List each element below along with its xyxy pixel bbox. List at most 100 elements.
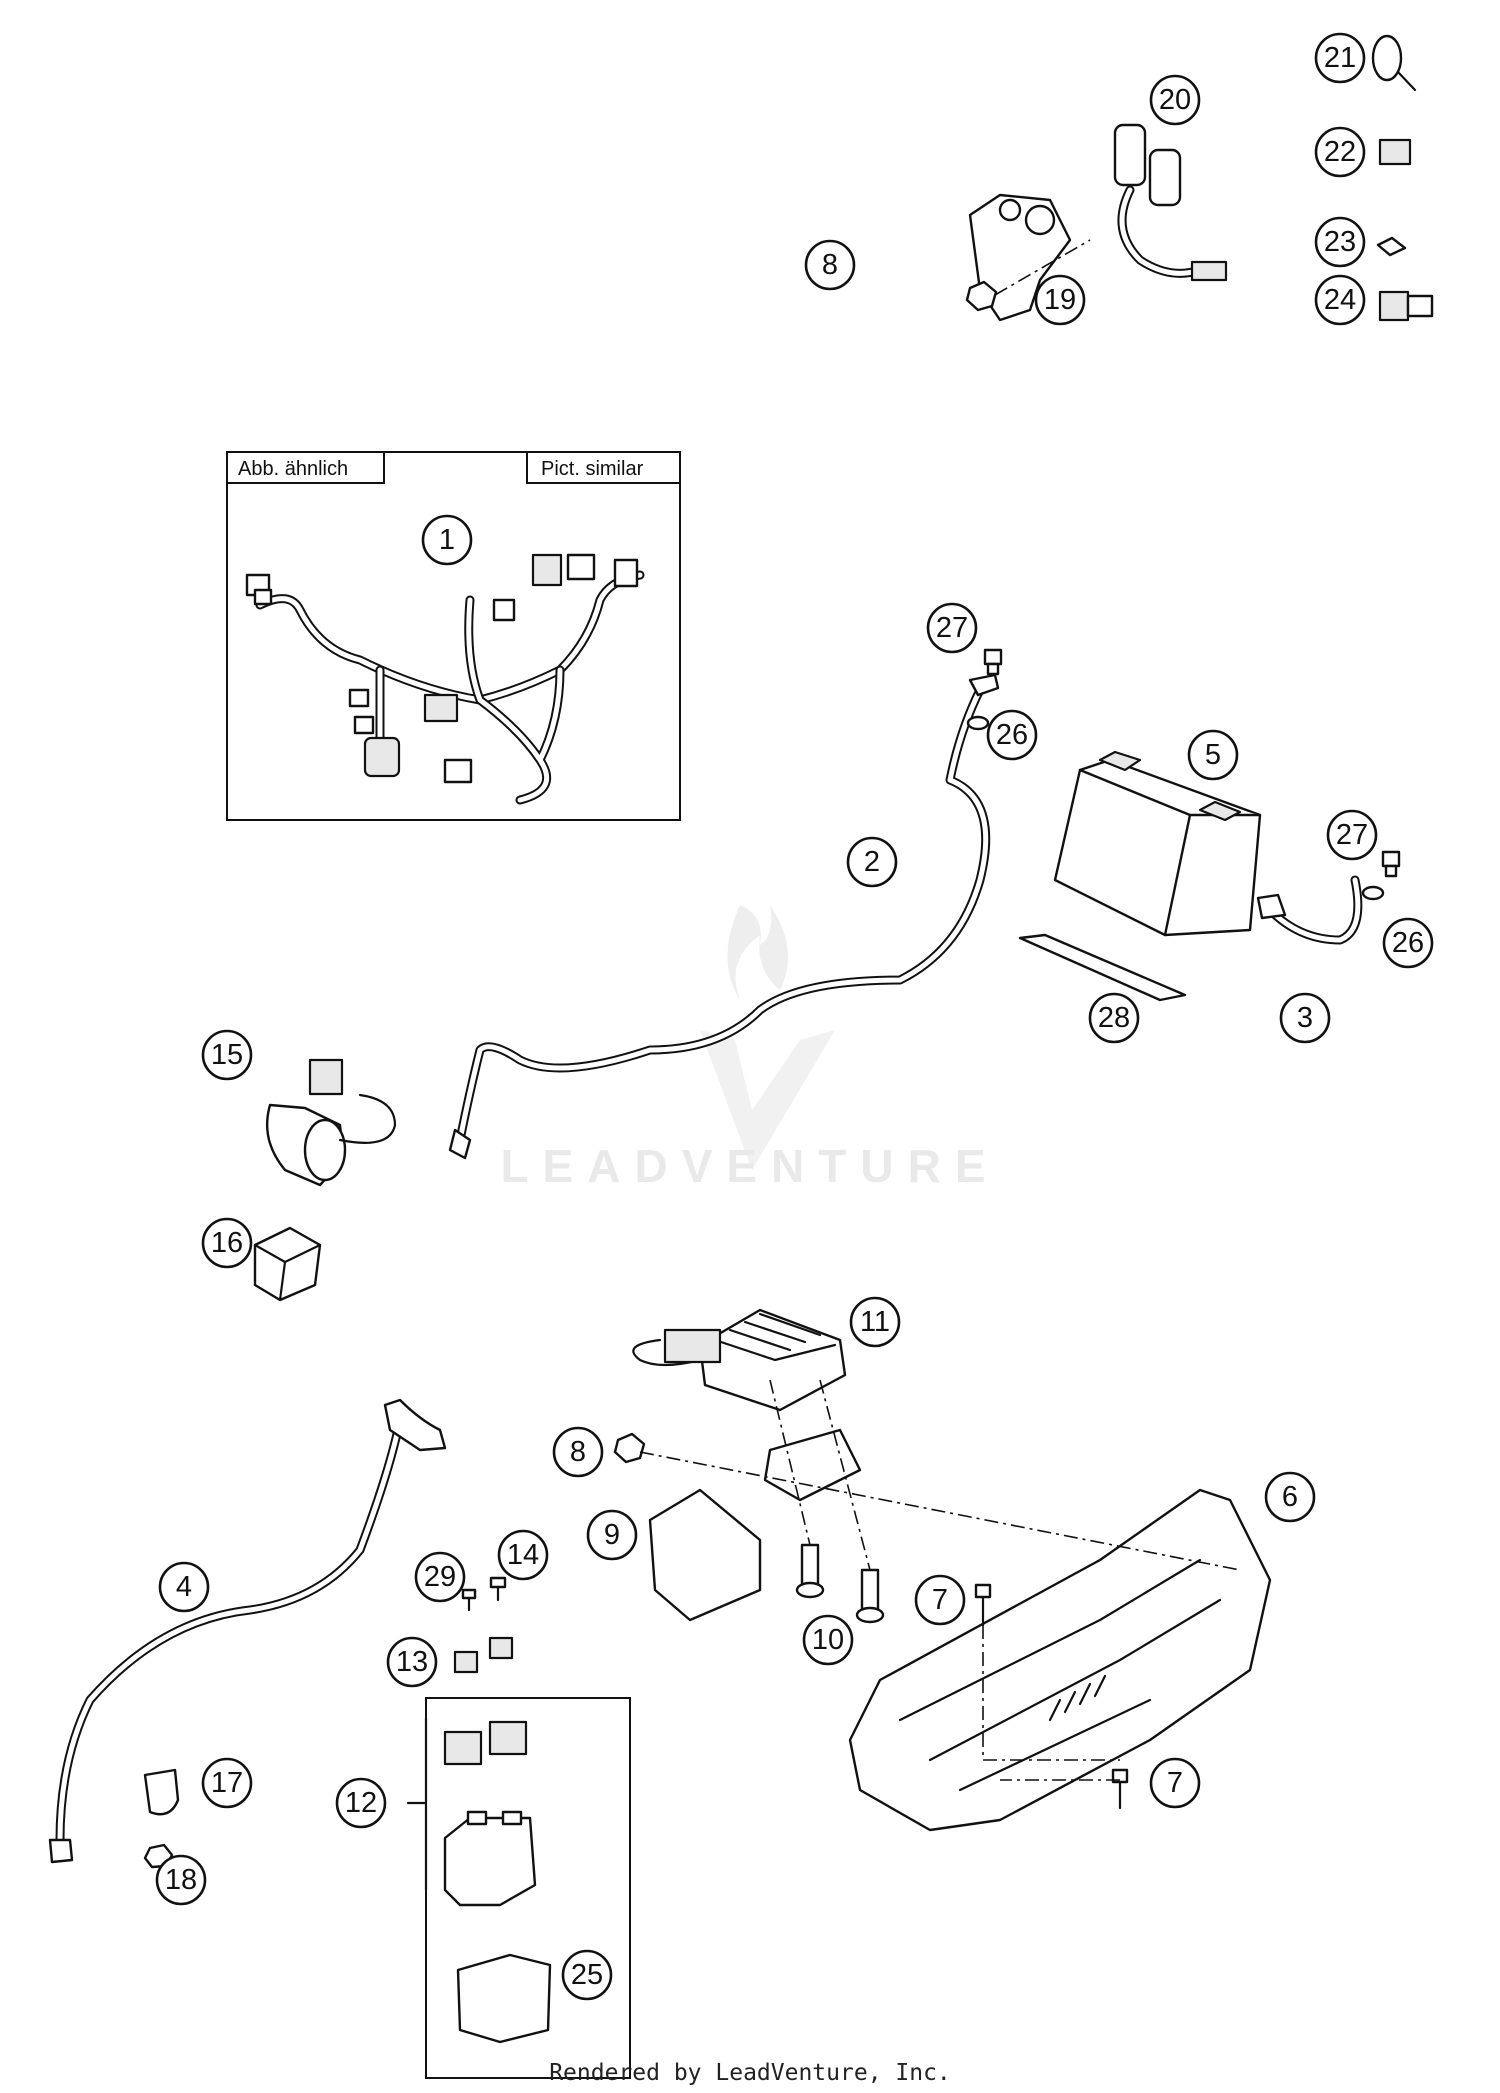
battery-5 [1053, 750, 1262, 937]
svg-text:27: 27 [936, 612, 968, 644]
flame-logo-icon [727, 905, 788, 1000]
battery-pad-28 [1018, 933, 1187, 1002]
svg-text:8: 8 [822, 249, 838, 281]
battery-cable-3 [1256, 875, 1363, 945]
callout-3: 3 [1279, 992, 1331, 1044]
wiring-harness [245, 553, 645, 805]
clip-22 [1378, 138, 1412, 166]
svg-text:8: 8 [570, 1436, 586, 1468]
terminal-cap-17 [143, 1768, 180, 1816]
svg-text:19: 19 [1044, 284, 1076, 316]
svg-text:11: 11 [860, 1306, 890, 1338]
callout-26-b: 26 [1382, 917, 1434, 969]
holder-19 [968, 193, 1072, 322]
inset-label-right: Pict. similar [541, 458, 644, 480]
callout-7-a: 7 [914, 1574, 966, 1626]
callout-18: 18 [155, 1854, 207, 1906]
fuse-pair [443, 1720, 528, 1766]
svg-text:20: 20 [1159, 84, 1191, 116]
starter-relay [443, 1810, 537, 1907]
callout-28: 28 [1088, 992, 1140, 1044]
callout-7-b: 7 [1149, 1757, 1201, 1809]
callout-24: 24 [1314, 274, 1366, 326]
callout-20: 20 [1149, 74, 1201, 126]
relay-cover-25 [456, 1953, 552, 2044]
svg-text:29: 29 [424, 1561, 456, 1593]
callout-25: 25 [561, 1949, 613, 2001]
bolt-27-b [1381, 850, 1401, 878]
callout-6: 6 [1264, 1471, 1316, 1523]
svg-text:6: 6 [1282, 1481, 1298, 1513]
svg-text:25: 25 [571, 1959, 603, 1991]
watermark: LEADVENTURE [500, 905, 999, 1192]
cable-tie-21 [1371, 34, 1417, 92]
svg-text:28: 28 [1098, 1002, 1130, 1034]
svg-text:26: 26 [1392, 927, 1424, 959]
svg-text:4: 4 [176, 1571, 192, 1603]
callout-22: 22 [1314, 126, 1366, 178]
svg-text:18: 18 [165, 1864, 197, 1896]
clip-23 [1376, 236, 1407, 257]
callout-13: 13 [386, 1636, 438, 1688]
svg-text:21: 21 [1324, 42, 1356, 74]
bracket-9 [648, 1428, 862, 1622]
fuse-13-a [453, 1650, 479, 1674]
battery-tray-6 [848, 1488, 1272, 1832]
screw-14 [489, 1576, 507, 1602]
bolt-10-b [855, 1568, 885, 1624]
bracket-12-line [406, 1716, 428, 1892]
callout-4: 4 [158, 1561, 210, 1613]
callout-11: 11 [849, 1296, 901, 1348]
callout-10: 10 [802, 1614, 854, 1666]
callout-12: 12 [335, 1777, 387, 1829]
callout-16: 16 [201, 1217, 253, 1269]
svg-text:16: 16 [211, 1227, 243, 1259]
v-logo-icon [700, 1030, 835, 1170]
callout-15: 15 [201, 1029, 253, 1081]
washer-26-a [966, 715, 990, 731]
svg-text:2: 2 [864, 846, 880, 878]
assembly-lines [639, 239, 1241, 1781]
svg-text:13: 13 [396, 1646, 428, 1678]
regulator-11 [632, 1308, 847, 1412]
svg-text:9: 9 [604, 1519, 620, 1551]
screw-7-a [974, 1583, 992, 1627]
svg-text:12: 12 [345, 1787, 377, 1819]
svg-text:17: 17 [211, 1767, 243, 1799]
svg-text:3: 3 [1297, 1002, 1313, 1034]
svg-text:14: 14 [507, 1539, 539, 1571]
inset-label-left: Abb. ähnlich [238, 458, 348, 480]
callout-26-a: 26 [986, 709, 1038, 761]
svg-text:7: 7 [1167, 1767, 1183, 1799]
callout-27-a: 27 [926, 602, 978, 654]
callout-17: 17 [201, 1757, 253, 1809]
svg-text:7: 7 [932, 1584, 948, 1616]
callout-21: 21 [1314, 32, 1366, 84]
watermark-text: LEADVENTURE [500, 1140, 999, 1192]
callout-5: 5 [1187, 729, 1239, 781]
cable-4 [48, 1398, 447, 1864]
callout-1: 1 [421, 514, 473, 566]
screw-7-b [1111, 1768, 1129, 1810]
relay-15 [266, 1058, 397, 1187]
bolt-27-a [983, 648, 1003, 676]
svg-text:1: 1 [439, 524, 455, 556]
callout-14: 14 [497, 1529, 549, 1581]
callout-19: 19 [1034, 274, 1086, 326]
callout-9: 9 [586, 1509, 638, 1561]
bolt-8-upper [965, 280, 998, 312]
bolt-10-a [795, 1543, 825, 1599]
footer-credit: Rendered by LeadVenture, Inc. [549, 2060, 951, 2086]
callout-8-b: 8 [552, 1426, 604, 1478]
connector-block-16 [253, 1226, 322, 1302]
connector-24 [1378, 290, 1434, 322]
washer-26-b [1361, 885, 1385, 901]
svg-text:27: 27 [1336, 819, 1368, 851]
svg-text:10: 10 [812, 1624, 844, 1656]
svg-text:15: 15 [211, 1039, 243, 1071]
inset-box: Abb. ähnlich Pict. similar [226, 451, 681, 821]
callout-2: 2 [846, 836, 898, 888]
battery-cable-2 [448, 673, 1000, 1160]
callout-27-b: 27 [1326, 809, 1378, 861]
